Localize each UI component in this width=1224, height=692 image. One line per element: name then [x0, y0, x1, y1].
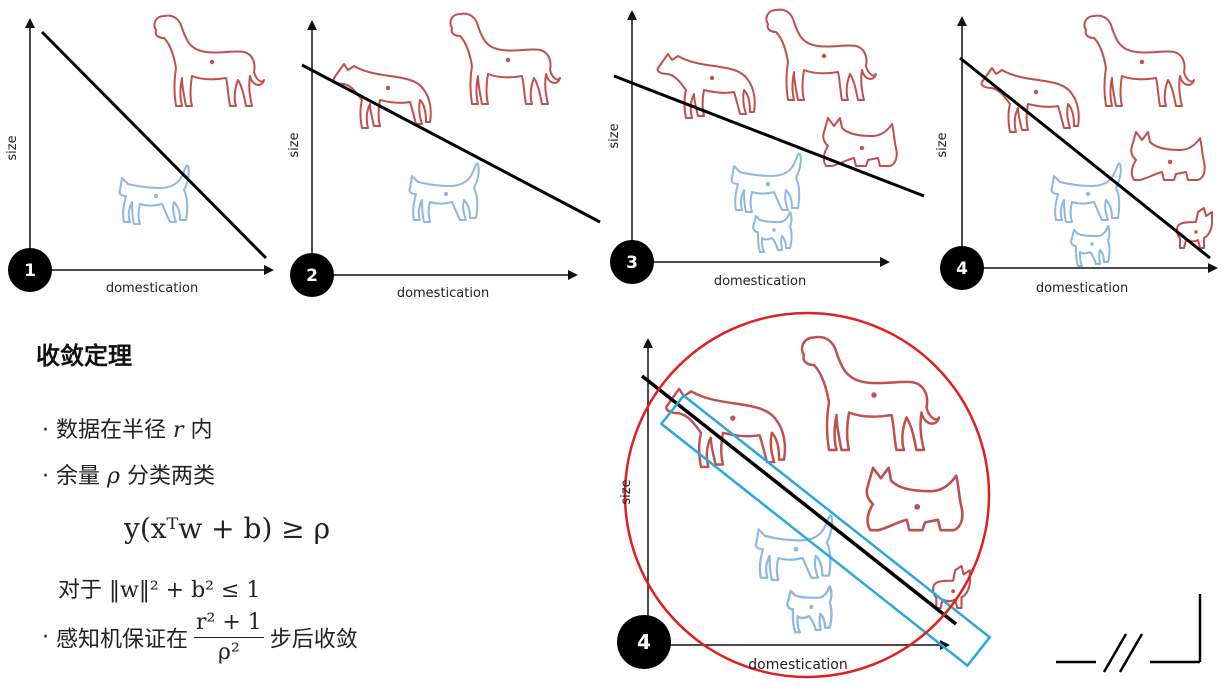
panel-2-decision-line [301, 63, 601, 224]
bullet-margin: · 余量 ρ 分类两类 [42, 458, 215, 490]
panel-1-badge [8, 248, 52, 292]
margin-box [659, 393, 992, 668]
radius-circle [623, 311, 991, 679]
panel-large: 4 domestication size [617, 311, 992, 679]
cat-icon [730, 152, 802, 213]
dog-icon [800, 335, 941, 452]
panel-4-xlabel: domestication [1036, 281, 1128, 296]
panel-large-badge-label: 4 [637, 630, 651, 654]
panel-1: 1 domestication size [5, 14, 274, 296]
bullet-dot: · [42, 464, 49, 489]
panel-large-ylabel: size [619, 479, 634, 504]
wolf-dog-icon [980, 67, 1080, 133]
kitten-icon [1070, 225, 1111, 267]
terrier-icon [1130, 131, 1206, 181]
bullet-convergence-pre: 感知机保证在 [56, 627, 189, 653]
panel-3-badge-label: 3 [626, 253, 638, 273]
constraint-line: 对于 ‖w‖² + b² ≤ 1 [58, 572, 260, 604]
var-rho: ρ [107, 464, 120, 489]
panel-large-decision-line [640, 374, 958, 626]
margin-formula: y(xᵀw + b) ≥ ρ [124, 512, 331, 545]
bullet-dot: · [42, 625, 49, 650]
section-heading: 收敛定理 [36, 342, 132, 370]
bullet-radius: · 数据在半径 r 内 [42, 412, 213, 444]
panel-2-xlabel: domestication [397, 286, 489, 301]
panel-2: 2 domestication size [287, 12, 601, 301]
panel-3: 3 domestication size [607, 8, 925, 289]
panel-2-badge [290, 253, 334, 297]
panel-4-badge-label: 4 [956, 259, 968, 279]
panel-1-badge-label: 1 [24, 261, 36, 281]
terrier-icon [822, 117, 898, 167]
dog-icon [1083, 14, 1195, 107]
panel-3-xlabel: domestication [714, 274, 806, 289]
panel-4-badge [940, 246, 984, 290]
wolf-dog-icon [656, 53, 756, 119]
panel-1-decision-line [40, 30, 268, 260]
dog-icon [765, 8, 877, 101]
cat-icon [408, 162, 480, 223]
cat-icon [1050, 162, 1122, 223]
bullet-dot: · [42, 418, 49, 443]
kitten-icon [786, 585, 833, 634]
bullet-margin-pre: 余量 [56, 464, 101, 489]
panel-4: 4 domestication size [935, 14, 1218, 296]
panel-3-badge [610, 240, 654, 284]
kitten-icon [752, 211, 793, 253]
dog-icon [449, 12, 561, 105]
terrier-icon [865, 466, 964, 532]
panel-4-ylabel: size [935, 132, 950, 157]
panel-large-xlabel: domestication [748, 657, 847, 673]
panel-2-ylabel: size [287, 132, 302, 157]
panel-1-xlabel: domestication [106, 281, 198, 296]
dog-icon [153, 14, 265, 107]
constraint-pre: 对于 [58, 578, 103, 603]
panel-4-decision-line [959, 56, 1211, 260]
panel-3-ylabel: size [607, 123, 622, 148]
wolf-dog-icon [332, 63, 432, 129]
panel-large-badge [617, 615, 671, 669]
cat-icon [118, 164, 190, 225]
bullet-radius-pre: 数据在半径 [56, 418, 167, 443]
bullet-radius-post: 内 [190, 418, 213, 443]
var-r: r [173, 418, 184, 443]
fraction-denominator: ρ² [218, 640, 240, 665]
slide-corner-icon [1056, 594, 1202, 673]
constraint-formula: ‖w‖² + b² ≤ 1 [109, 578, 261, 603]
bullet-convergence-post: 步后收敛 [269, 627, 358, 653]
small-dog-icon [1176, 207, 1213, 249]
panel-2-badge-label: 2 [306, 266, 318, 286]
panel-1-ylabel: size [5, 135, 20, 160]
fraction-numerator: r² + 1 [194, 610, 264, 638]
cat-icon [754, 514, 834, 582]
panel-3-decision-line [613, 74, 925, 198]
bullet-margin-post: 分类两类 [126, 464, 215, 489]
